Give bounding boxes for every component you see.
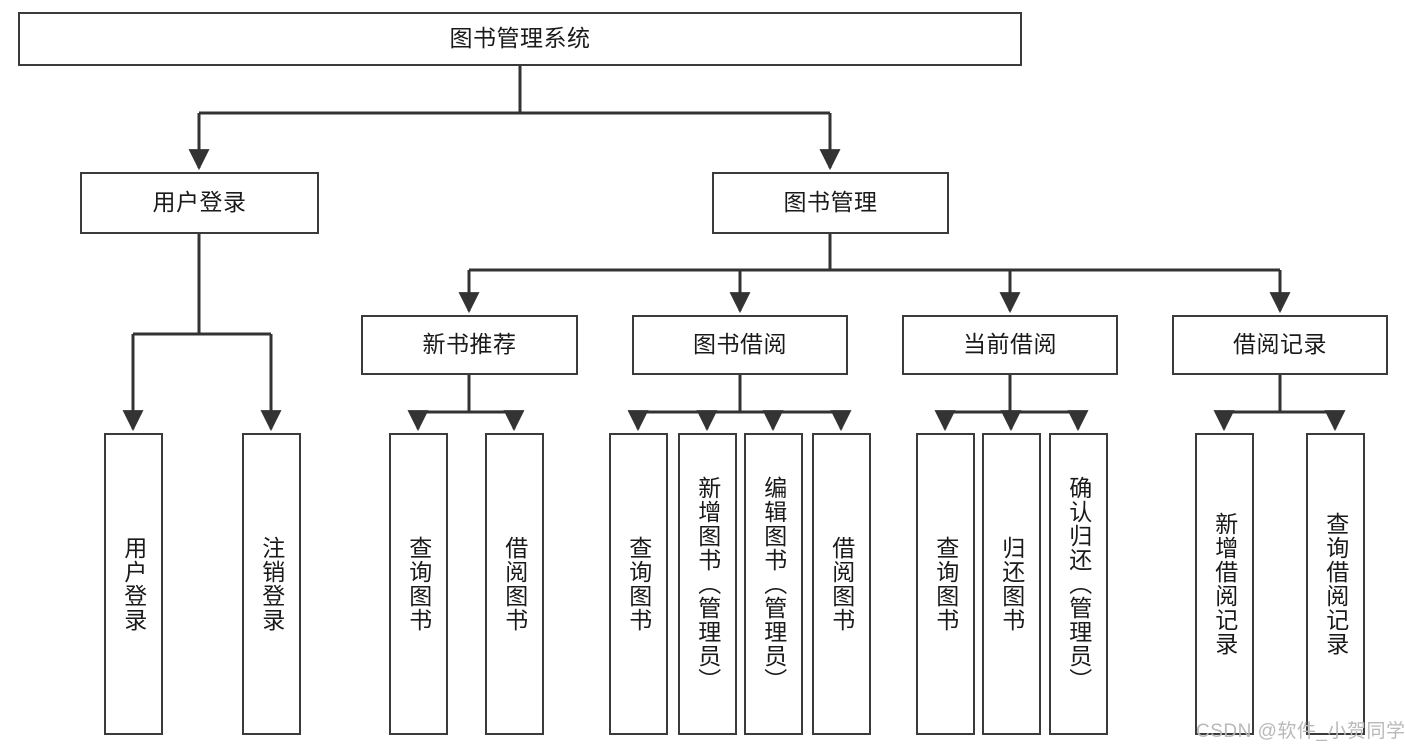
node-root[interactable]: 图书管理系统 bbox=[18, 12, 1022, 66]
node-user-login-label: 用户登录 bbox=[152, 189, 247, 216]
node-leaf-user-login-label: 用户登录 bbox=[120, 536, 147, 632]
node-leaf-edit-book-admin[interactable]: 编辑图书（管理员） bbox=[744, 433, 803, 735]
node-leaf-add-borrow-record-label: 新增借阅记录 bbox=[1211, 512, 1238, 656]
node-leaf-add-borrow-record[interactable]: 新增借阅记录 bbox=[1195, 433, 1254, 735]
node-borrow-records[interactable]: 借阅记录 bbox=[1172, 315, 1388, 375]
node-leaf-query-book-new[interactable]: 查询图书 bbox=[389, 433, 448, 735]
node-leaf-borrow-book[interactable]: 借阅图书 bbox=[812, 433, 871, 735]
node-leaf-query-book-new-label: 查询图书 bbox=[405, 536, 432, 632]
node-leaf-borrow-book-new-label: 借阅图书 bbox=[501, 536, 528, 632]
node-leaf-query-book-borrow-label: 查询图书 bbox=[625, 536, 652, 632]
node-leaf-borrow-book-new[interactable]: 借阅图书 bbox=[485, 433, 544, 735]
node-leaf-query-book-current-label: 查询图书 bbox=[932, 536, 959, 632]
node-leaf-query-book-current[interactable]: 查询图书 bbox=[916, 433, 975, 735]
node-leaf-query-borrow-record-label: 查询借阅记录 bbox=[1322, 512, 1349, 656]
node-leaf-user-login[interactable]: 用户登录 bbox=[104, 433, 163, 735]
node-new-book-recommend[interactable]: 新书推荐 bbox=[361, 315, 578, 375]
node-leaf-add-book-admin[interactable]: 新增图书（管理员） bbox=[678, 433, 737, 735]
node-leaf-confirm-return-label: 确认归还（管理员） bbox=[1065, 476, 1092, 692]
node-leaf-edit-book-admin-label: 编辑图书（管理员） bbox=[760, 476, 787, 692]
node-user-login[interactable]: 用户登录 bbox=[80, 172, 319, 234]
node-leaf-query-book-borrow[interactable]: 查询图书 bbox=[609, 433, 668, 735]
node-leaf-borrow-book-label: 借阅图书 bbox=[828, 536, 855, 632]
node-book-borrow[interactable]: 图书借阅 bbox=[632, 315, 848, 375]
node-leaf-return-book-label: 归还图书 bbox=[998, 536, 1025, 632]
node-root-label: 图书管理系统 bbox=[449, 25, 591, 52]
node-leaf-add-book-admin-label: 新增图书（管理员） bbox=[694, 476, 721, 692]
node-borrow-records-label: 借阅记录 bbox=[1233, 331, 1327, 358]
node-leaf-user-logout-label: 注销登录 bbox=[258, 536, 285, 632]
node-book-management[interactable]: 图书管理 bbox=[712, 172, 949, 234]
csdn-watermark: CSDN @软件_小贺同学 bbox=[1196, 721, 1405, 742]
node-leaf-confirm-return[interactable]: 确认归还（管理员） bbox=[1049, 433, 1108, 735]
node-current-borrow-label: 当前借阅 bbox=[963, 331, 1057, 358]
node-current-borrow[interactable]: 当前借阅 bbox=[902, 315, 1118, 375]
node-leaf-user-logout[interactable]: 注销登录 bbox=[242, 433, 301, 735]
node-new-book-recommend-label: 新书推荐 bbox=[422, 331, 517, 358]
node-leaf-return-book[interactable]: 归还图书 bbox=[982, 433, 1041, 735]
node-book-management-label: 图书管理 bbox=[783, 189, 878, 216]
node-book-borrow-label: 图书借阅 bbox=[693, 331, 787, 358]
node-leaf-query-borrow-record[interactable]: 查询借阅记录 bbox=[1306, 433, 1365, 735]
